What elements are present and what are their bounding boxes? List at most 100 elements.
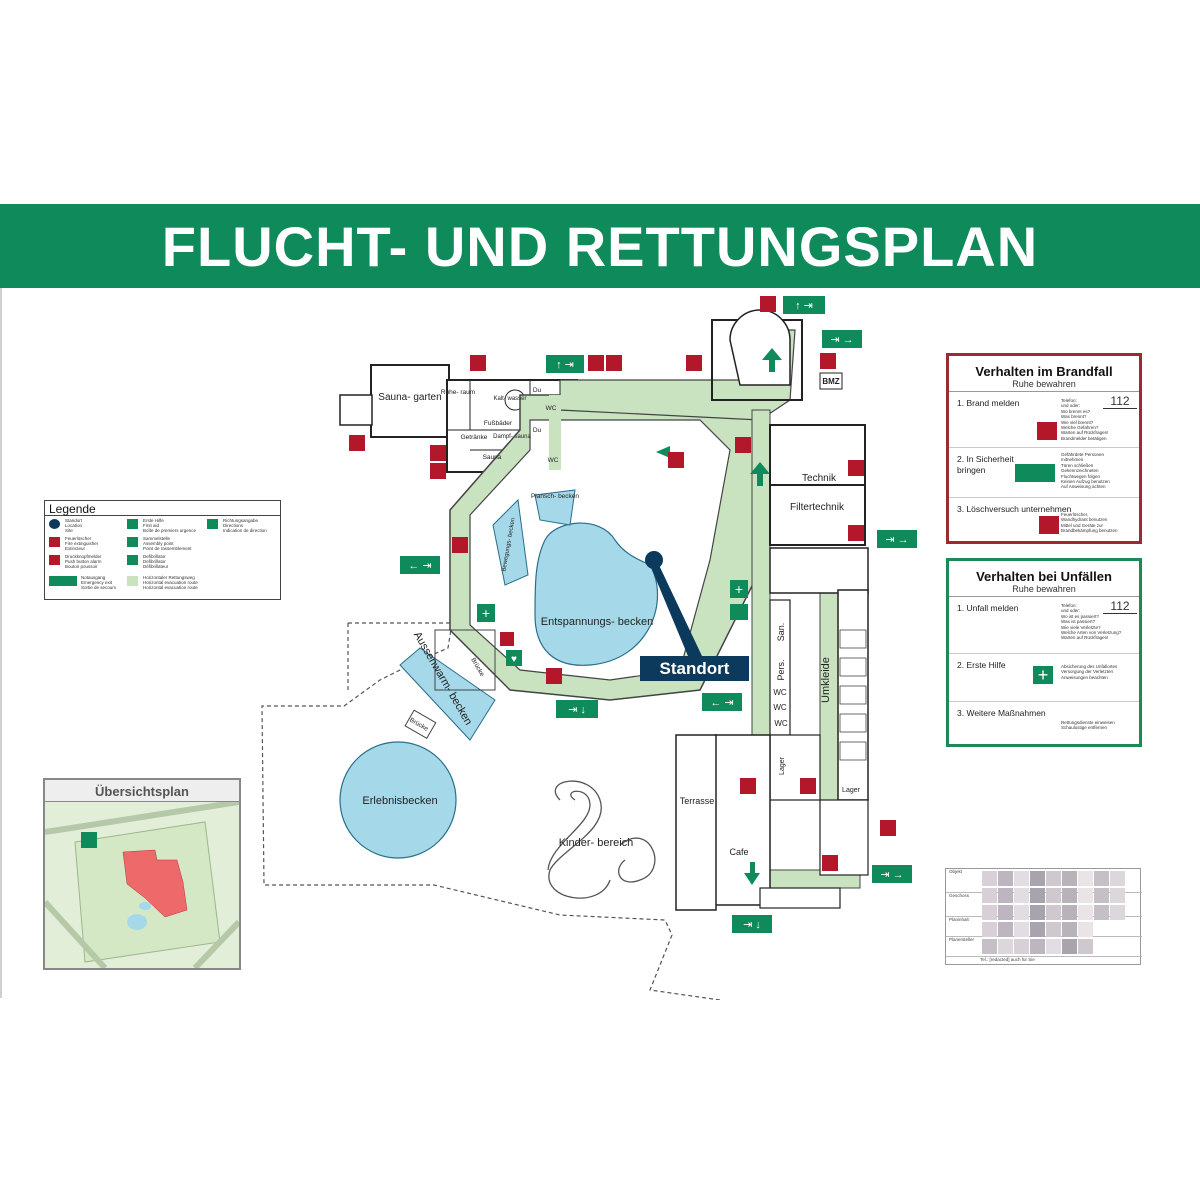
fire-extinguisher-icon (430, 463, 446, 479)
redacted-cell (982, 888, 997, 903)
room-label-terrasse: Terrasse (680, 796, 715, 806)
fire-extinguisher-icon (880, 820, 896, 836)
step-detail: Telefon: und oder: Wo brennt es? Was bre… (1061, 398, 1109, 441)
cafe-room (714, 734, 771, 906)
legend-item-label: Feuerlöscher Fire extinguisher Extincteu… (65, 536, 99, 551)
redacted-cell (982, 905, 997, 920)
fire-extinguisher-icon (735, 437, 751, 453)
frame-border (0, 288, 2, 998)
fire-extinguisher-icon (49, 537, 60, 547)
step-detail: Absicherung des Unfallortes Versorgung d… (1061, 664, 1118, 680)
title-banner: FLUCHT- UND RETTUNGSPLAN (0, 204, 1200, 288)
room-label-entspannungsbecken: Entspannungs- becken (541, 616, 654, 628)
redacted-cell (1030, 922, 1045, 937)
room-label-du2: Du (533, 427, 542, 434)
emergency-exit-icon: ⇥ → (822, 330, 862, 348)
fire-extinguisher-icon (848, 460, 864, 476)
direction-arrow-icon (656, 446, 670, 458)
legend-item-label: Richtungsangabe Directions Indication de… (223, 518, 267, 533)
unfall-header: Verhalten bei Unfällen Ruhe bewahren (949, 561, 1139, 597)
defibrillator-icon: ♥ (506, 650, 522, 666)
assembly-point-icon (81, 832, 97, 848)
redacted-cell (982, 922, 997, 937)
redacted-cell (1078, 905, 1093, 920)
redacted-cell (1046, 905, 1061, 920)
room-label-bmz: BMZ (822, 377, 839, 386)
legend-item-label: Druckknopfmelder Push button alarm Bouto… (65, 554, 102, 569)
rescue-signs: ↑ ⇥ ↑ ⇥ ⇥ → ← ⇥ ⇥ → ⇥ ↓ ← ⇥ ⇥ → ⇥ ↓ + + … (400, 296, 917, 933)
emergency-exit-icon: ⇥ → (877, 530, 917, 548)
assembly-point-icon (730, 604, 748, 620)
overview-title: Übersichtsplan (45, 780, 239, 802)
redacted-cell (1062, 939, 1077, 954)
room-label-cafe: Cafe (729, 847, 748, 857)
svg-text:⇥ ↓: ⇥ ↓ (568, 704, 586, 716)
step-detail: Gefährdete Personen mitnehmen Türen schl… (1061, 452, 1110, 490)
svg-text:↑ ⇥: ↑ ⇥ (795, 300, 813, 312)
fire-extinguisher-icon (760, 296, 776, 312)
redacted-cell (998, 871, 1013, 886)
defibrillator-icon (127, 555, 138, 565)
svg-text:↑ ⇥: ↑ ⇥ (556, 359, 574, 371)
redacted-cell (1078, 888, 1093, 903)
step-detail: Rettungsdienste einweisen Schaulustige e… (1061, 720, 1115, 731)
svg-text:⇥ →: ⇥ → (880, 869, 903, 881)
location-dot-icon (49, 519, 60, 529)
redacted-cell (1094, 888, 1109, 903)
bewegungsbecken-pool (492, 498, 529, 586)
brandfall-header: Verhalten im Brandfall Ruhe bewahren (949, 356, 1139, 392)
svg-text:⇥ →: ⇥ → (885, 534, 908, 546)
redacted-cell (1030, 888, 1045, 903)
room-label-technik: Technik (802, 473, 837, 484)
floor-plan: Sauna- garten Ruhe- raum Kalt- wasser Fu… (261, 296, 917, 1000)
room-label-san: San. (776, 623, 786, 642)
redacted-cell (998, 905, 1013, 920)
redacted-cell (1062, 922, 1077, 937)
redacted-cell (1014, 922, 1029, 937)
fire-extinguisher-icon (588, 355, 604, 371)
building-marker (122, 849, 188, 918)
plan-info-table: Objekt Geschoss Planinhalt Planersteller… (945, 868, 1142, 965)
planschbecken-pool (534, 489, 576, 526)
legend-item-label: Horizontaler Rettungsweg Horizontal evac… (143, 575, 198, 590)
emergency-exit-icon (49, 576, 77, 586)
redacted-cell (1030, 871, 1045, 886)
fire-extinguisher-icon (686, 355, 702, 371)
redacted-cell (1078, 922, 1093, 937)
brandfall-title: Verhalten im Brandfall (975, 364, 1113, 379)
room-label-filtertechnik: Filtertechnik (790, 502, 845, 513)
redacted-cell (1014, 871, 1029, 886)
redacted-cell (1030, 939, 1045, 954)
step-label: 3. Weitere Maßnahmen (957, 708, 1046, 718)
svg-text:← ⇥: ← ⇥ (408, 560, 431, 572)
step-label: 1. Brand melden (957, 398, 1020, 408)
fire-extinguisher-icon (1039, 516, 1059, 534)
first-aid-icon (127, 519, 138, 529)
fire-extinguisher-icon (470, 355, 486, 371)
brandfall-step-1: 1. Brand melden 112 Telefon: und oder: W… (949, 392, 1139, 448)
room-label-wc3: WC (773, 688, 787, 697)
room-label-kinderbereich: Kinder- bereich (559, 837, 634, 849)
terrasse-area (675, 734, 717, 911)
fire-extinguisher-icon (848, 525, 864, 541)
svg-text:⇥ ↓: ⇥ ↓ (743, 919, 761, 931)
emergency-exit-icon (1015, 464, 1055, 482)
redacted-cell (998, 939, 1013, 954)
unfall-title: Verhalten bei Unfällen (976, 569, 1112, 584)
legend-title: Legende (45, 501, 280, 516)
room-label-dampfbad: Dampf- sauna (493, 434, 531, 440)
overview-map (42, 799, 242, 971)
room-label-planschbecken: Plansch- becken (531, 493, 579, 500)
brandfall-step-3: 3. Löschversuch unternehmen Feuerlöscher… (949, 498, 1139, 544)
emergency-exit-icon: ⇥ ↓ (556, 700, 598, 718)
fire-extinguisher-icon (800, 778, 816, 794)
redacted-cell (1094, 871, 1109, 886)
first-aid-icon: + (1033, 666, 1053, 684)
redacted-cell (1046, 871, 1061, 886)
unfall-panel: Verhalten bei Unfällen Ruhe bewahren 1. … (946, 558, 1142, 747)
redacted-cell (1110, 888, 1125, 903)
fire-extinguisher-icon (820, 353, 836, 369)
emergency-exit-icon: ⇥ ↓ (732, 915, 772, 933)
room-label-du1: Du (533, 387, 542, 394)
